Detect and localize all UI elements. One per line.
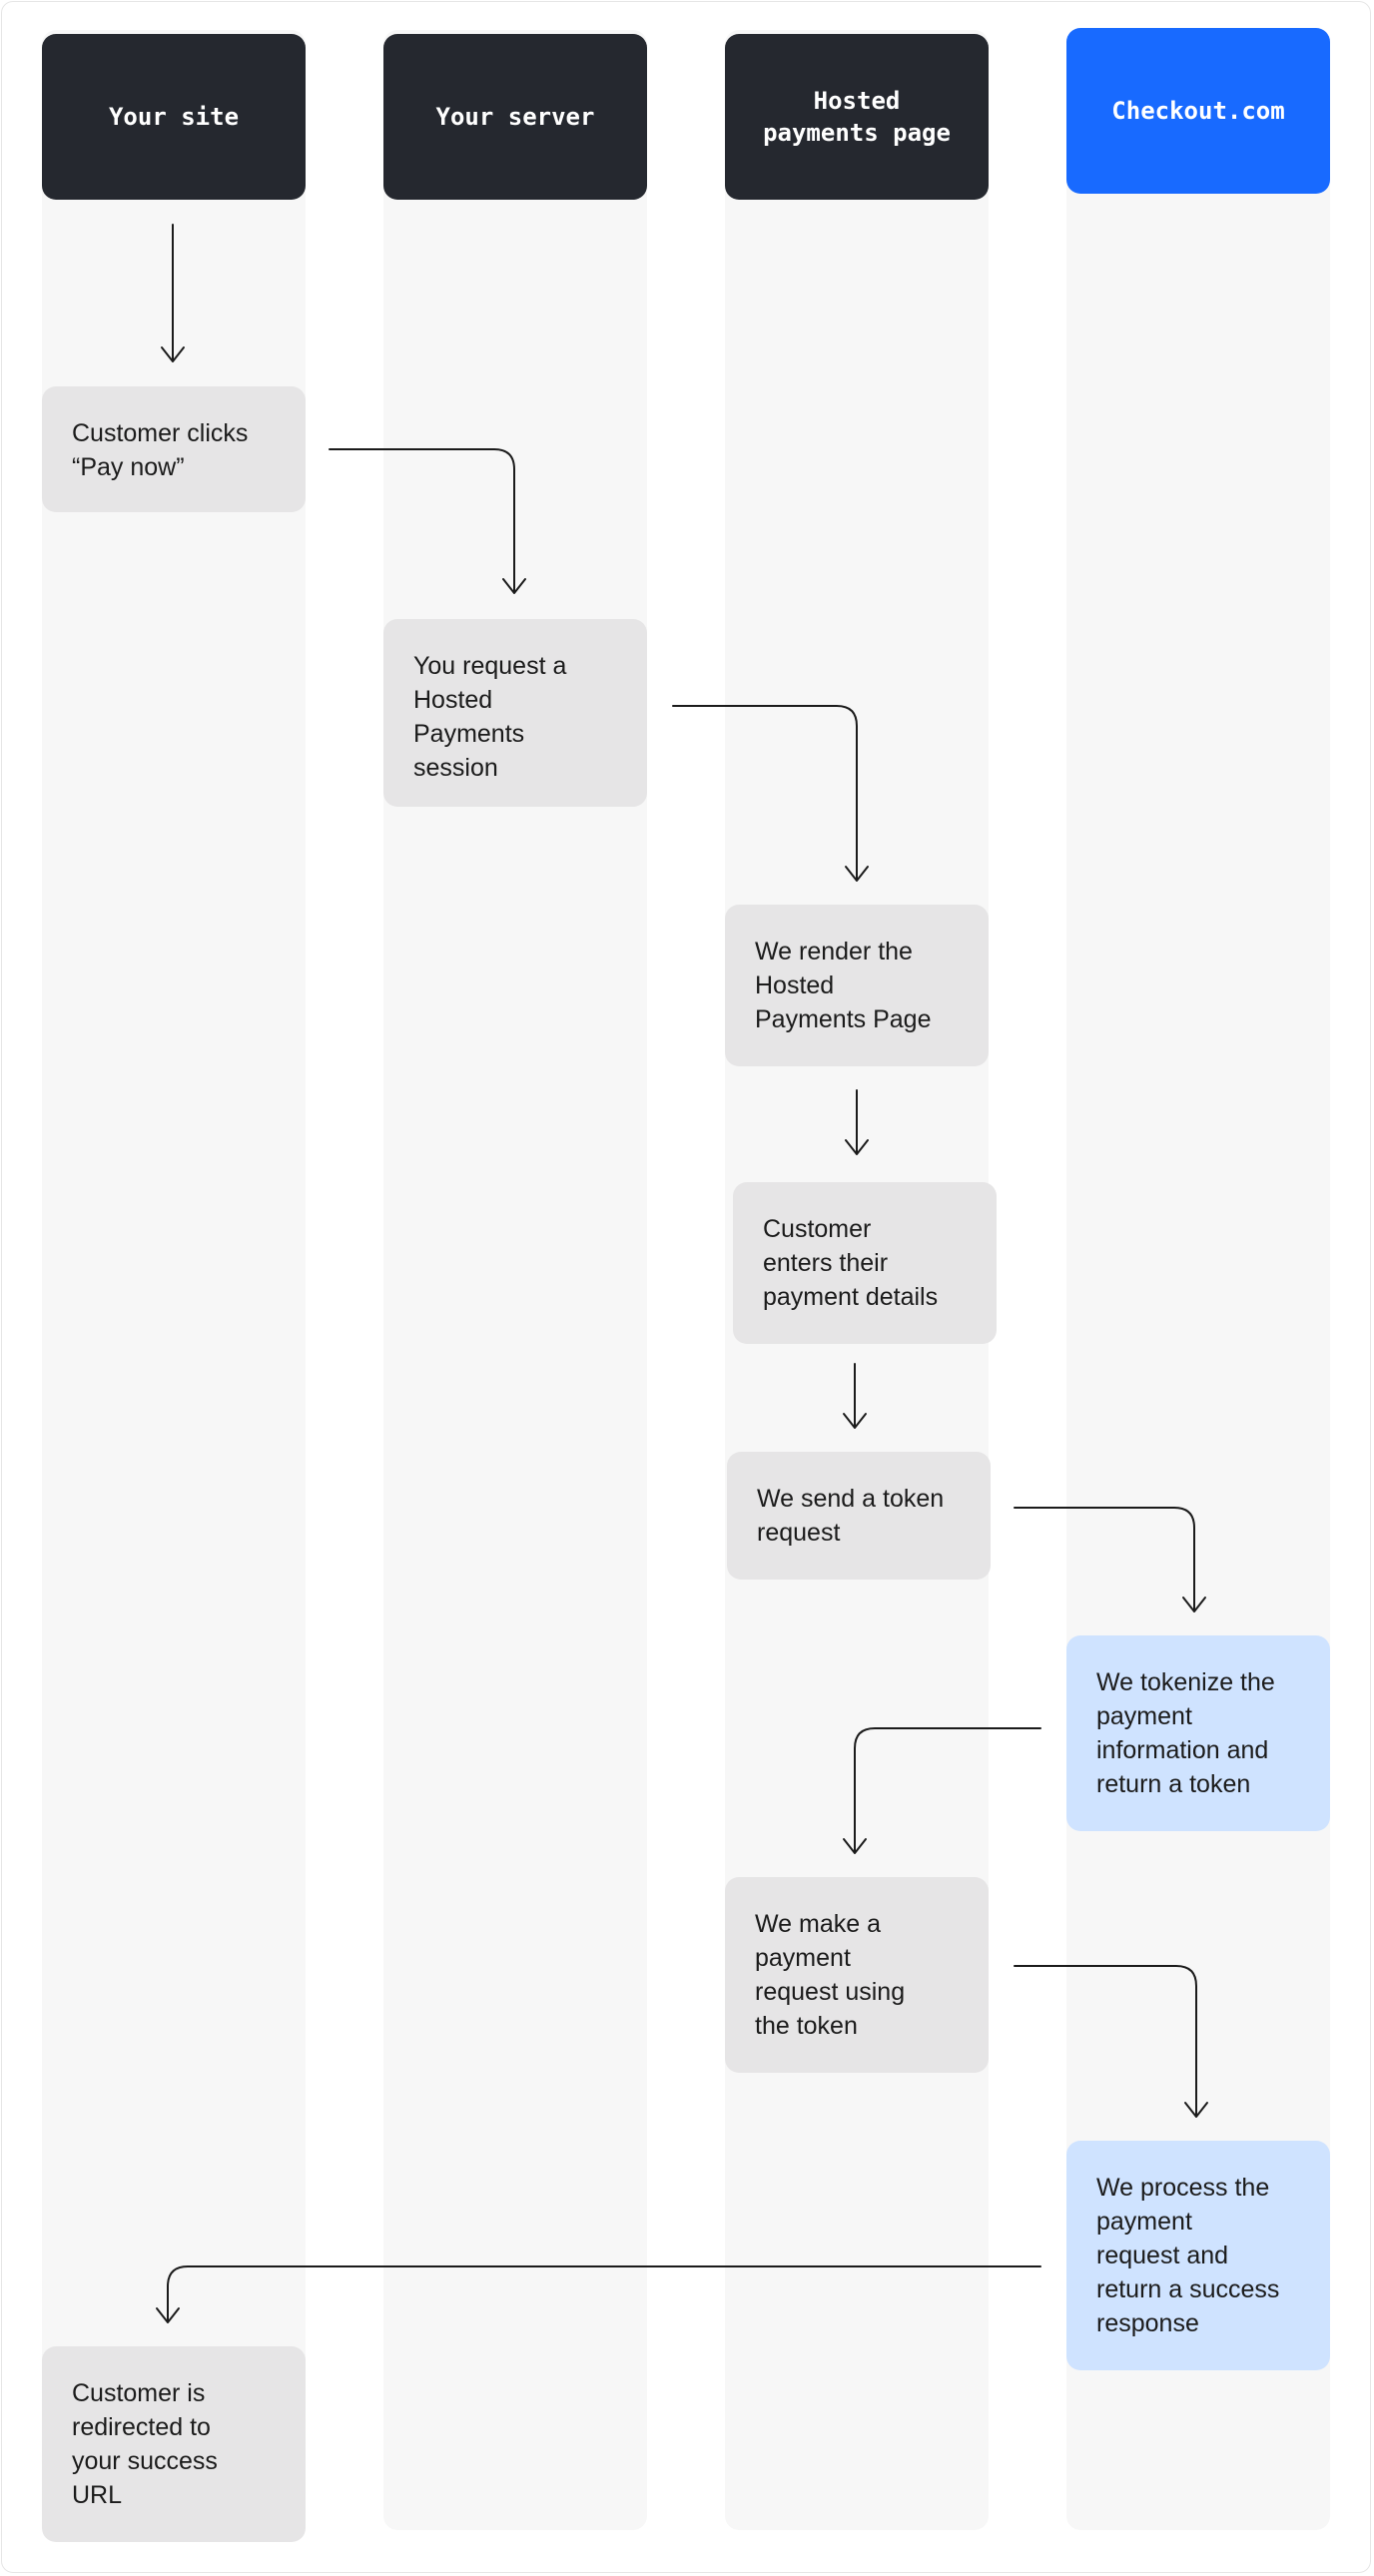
arrow-payment-request-to-process [1014,1965,1208,2118]
arrow-enter-details-to-send-token [843,1363,867,1429]
step-send-token-request: We send a token request [727,1452,991,1580]
header-your-server: Your server [383,34,647,200]
arrow-customer-clicks-to-request-session [329,448,526,594]
arrow-render-page-to-enter-details [845,1089,869,1155]
header-checkout-com: Checkout.com [1066,28,1330,194]
step-customer-enters-payment-details: Customer enters their payment details [733,1182,997,1344]
step-tokenize-payment-information: We tokenize the payment information and … [1066,1635,1330,1831]
arrow-start-to-customer-clicks [161,224,185,362]
header-your-site: Your site [42,34,306,200]
arrow-send-token-to-tokenize [1014,1507,1206,1612]
arrow-process-to-redirect [156,2265,1041,2323]
step-redirect-to-success-url: Customer is redirected to your success U… [42,2346,306,2542]
step-make-payment-request: We make a payment request using the toke… [725,1877,989,2073]
arrow-request-session-to-render-page [672,705,869,882]
step-request-hosted-payments-session: You request a Hosted Payments session [383,619,647,807]
lane-your-server [383,30,647,2530]
arrow-tokenize-to-payment-request [843,1727,1041,1854]
header-hosted-payments-page: Hosted payments page [725,34,989,200]
step-process-payment-request: We process the payment request and retur… [1066,2141,1330,2370]
step-render-hosted-payments-page: We render the Hosted Payments Page [725,905,989,1066]
step-customer-clicks-pay-now: Customer clicks “Pay now” [42,386,306,512]
